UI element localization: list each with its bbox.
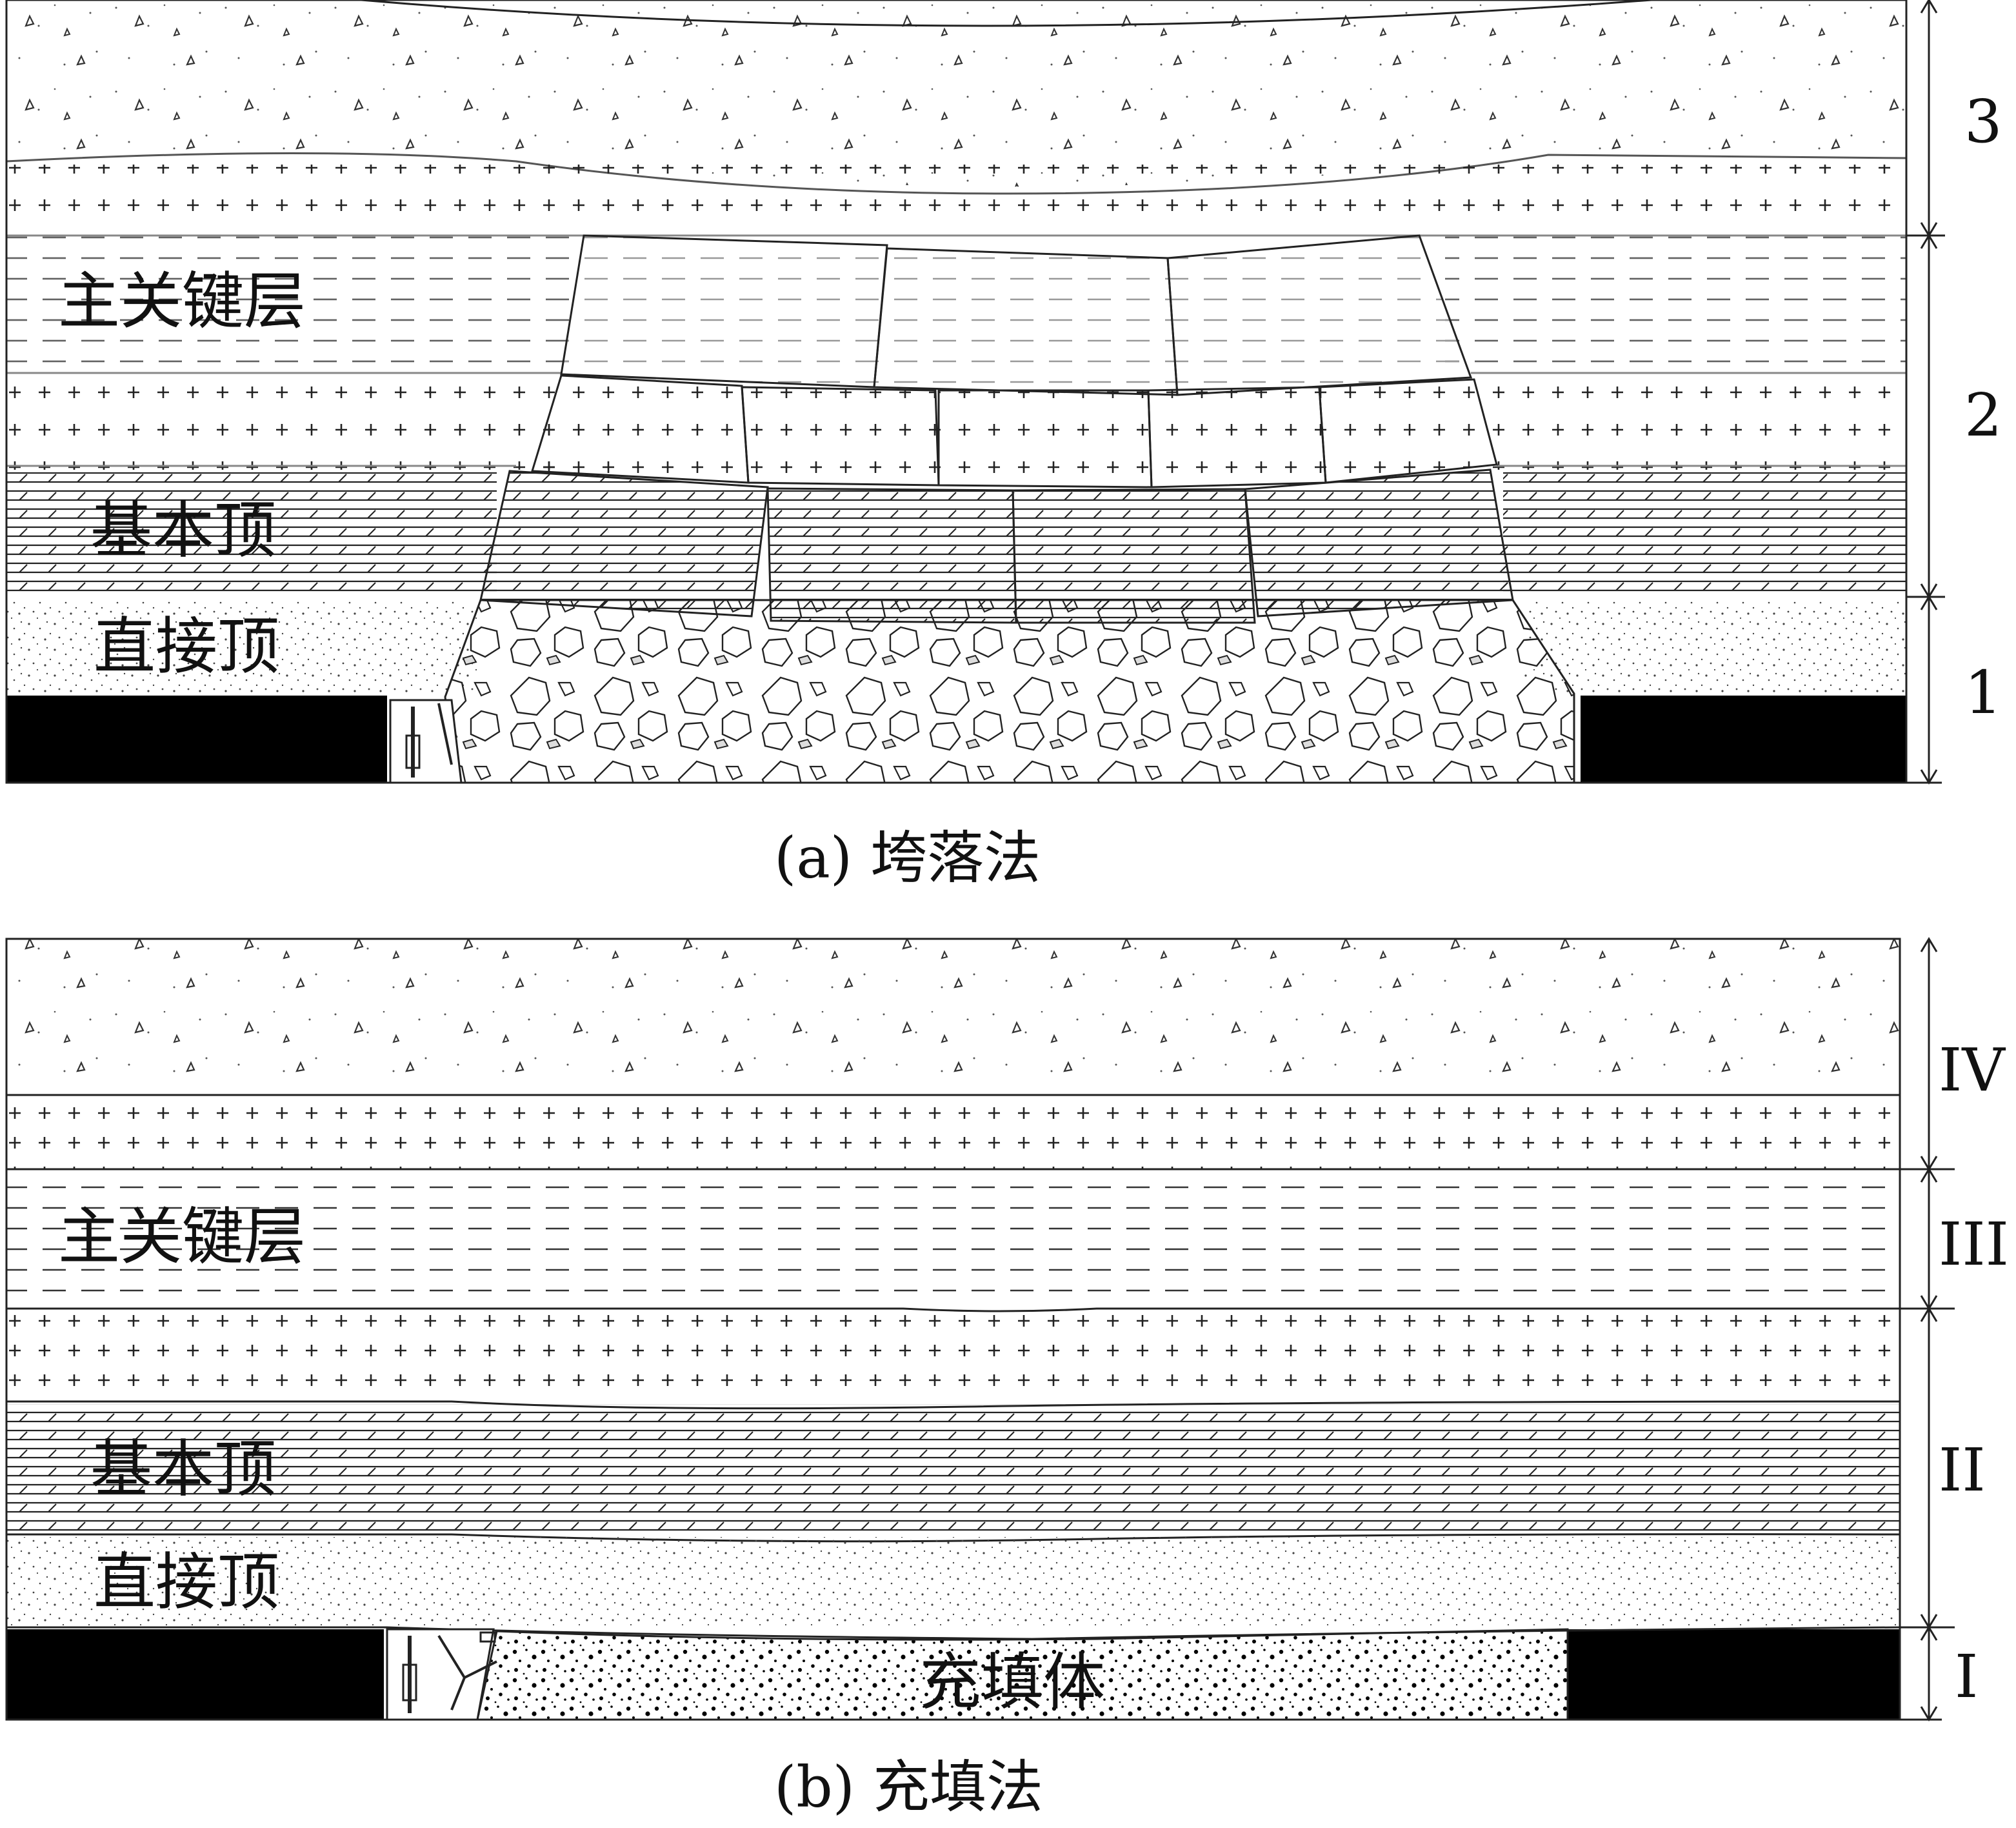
immediate-roof-right xyxy=(1522,600,1906,694)
hydraulic-support-b xyxy=(386,1628,497,1721)
caption-b: (b) 充填法 xyxy=(774,1754,1043,1820)
zone-label-IV: IV xyxy=(1939,1036,2006,1105)
label-main-roof-a: 基本顶 xyxy=(90,494,276,567)
zone-label-3: 3 xyxy=(1964,87,2002,156)
immediate-roof-left xyxy=(6,600,477,694)
overburden-layer xyxy=(6,0,1907,187)
coal-seam-right-b xyxy=(1568,1629,1900,1720)
zone-label-III: III xyxy=(1939,1210,2009,1279)
zone-label-2: 2 xyxy=(1964,381,2002,450)
coal-seam-left-b xyxy=(6,1629,384,1720)
main-roof-right xyxy=(1503,472,1906,596)
zone-scale-b xyxy=(1900,937,1955,1722)
sandstone-layer-upper-b xyxy=(6,1097,1900,1169)
zone-label-I: I xyxy=(1955,1642,1978,1711)
hydraulic-support-a xyxy=(389,699,463,784)
caption-a: (a) 垮落法 xyxy=(774,825,1041,891)
caved-rock-zone xyxy=(444,599,1575,784)
label-immediate-roof-b: 直接顶 xyxy=(94,1546,279,1618)
zone-label-II: II xyxy=(1939,1436,1986,1505)
broken-key-blocks xyxy=(560,234,1473,396)
label-backfill: 充填体 xyxy=(919,1646,1105,1718)
main-roof-b xyxy=(6,1404,1900,1533)
immediate-roof-b xyxy=(6,1537,1900,1627)
sandstone-layer-middle-b xyxy=(6,1311,1900,1401)
label-main-key-stratum-a: 主关键层 xyxy=(58,265,306,337)
sag-curve-top xyxy=(361,0,1652,27)
panel-a-collapse-method: 主关键层 基本顶 直接顶 3 2 1 (a) 垮落法 xyxy=(5,0,2002,891)
broken-middle-blocks xyxy=(531,374,1498,488)
label-main-key-stratum-b: 主关键层 xyxy=(58,1201,306,1273)
sandstone-layer-upper xyxy=(6,165,1906,236)
panel-b-backfill-method: 主关键层 基本顶 直接顶 充填体 IV III II I (b) 充填法 xyxy=(5,937,2009,1820)
sandstone-layer-middle-left xyxy=(6,373,555,470)
zone-label-1: 1 xyxy=(1964,658,2002,727)
main-roof-left xyxy=(6,472,497,596)
key-stratum-b xyxy=(6,1171,1900,1307)
label-immediate-roof-a: 直接顶 xyxy=(94,610,279,683)
coal-seam-left xyxy=(6,696,387,783)
zone-scale-a xyxy=(1906,0,1945,785)
broken-main-roof-blocks xyxy=(479,468,1514,624)
label-main-roof-b: 基本顶 xyxy=(90,1433,276,1505)
coal-seam-right xyxy=(1581,696,1906,783)
overburden-layer-b xyxy=(6,939,1900,1095)
sandstone-layer-middle-right xyxy=(1484,373,1906,470)
